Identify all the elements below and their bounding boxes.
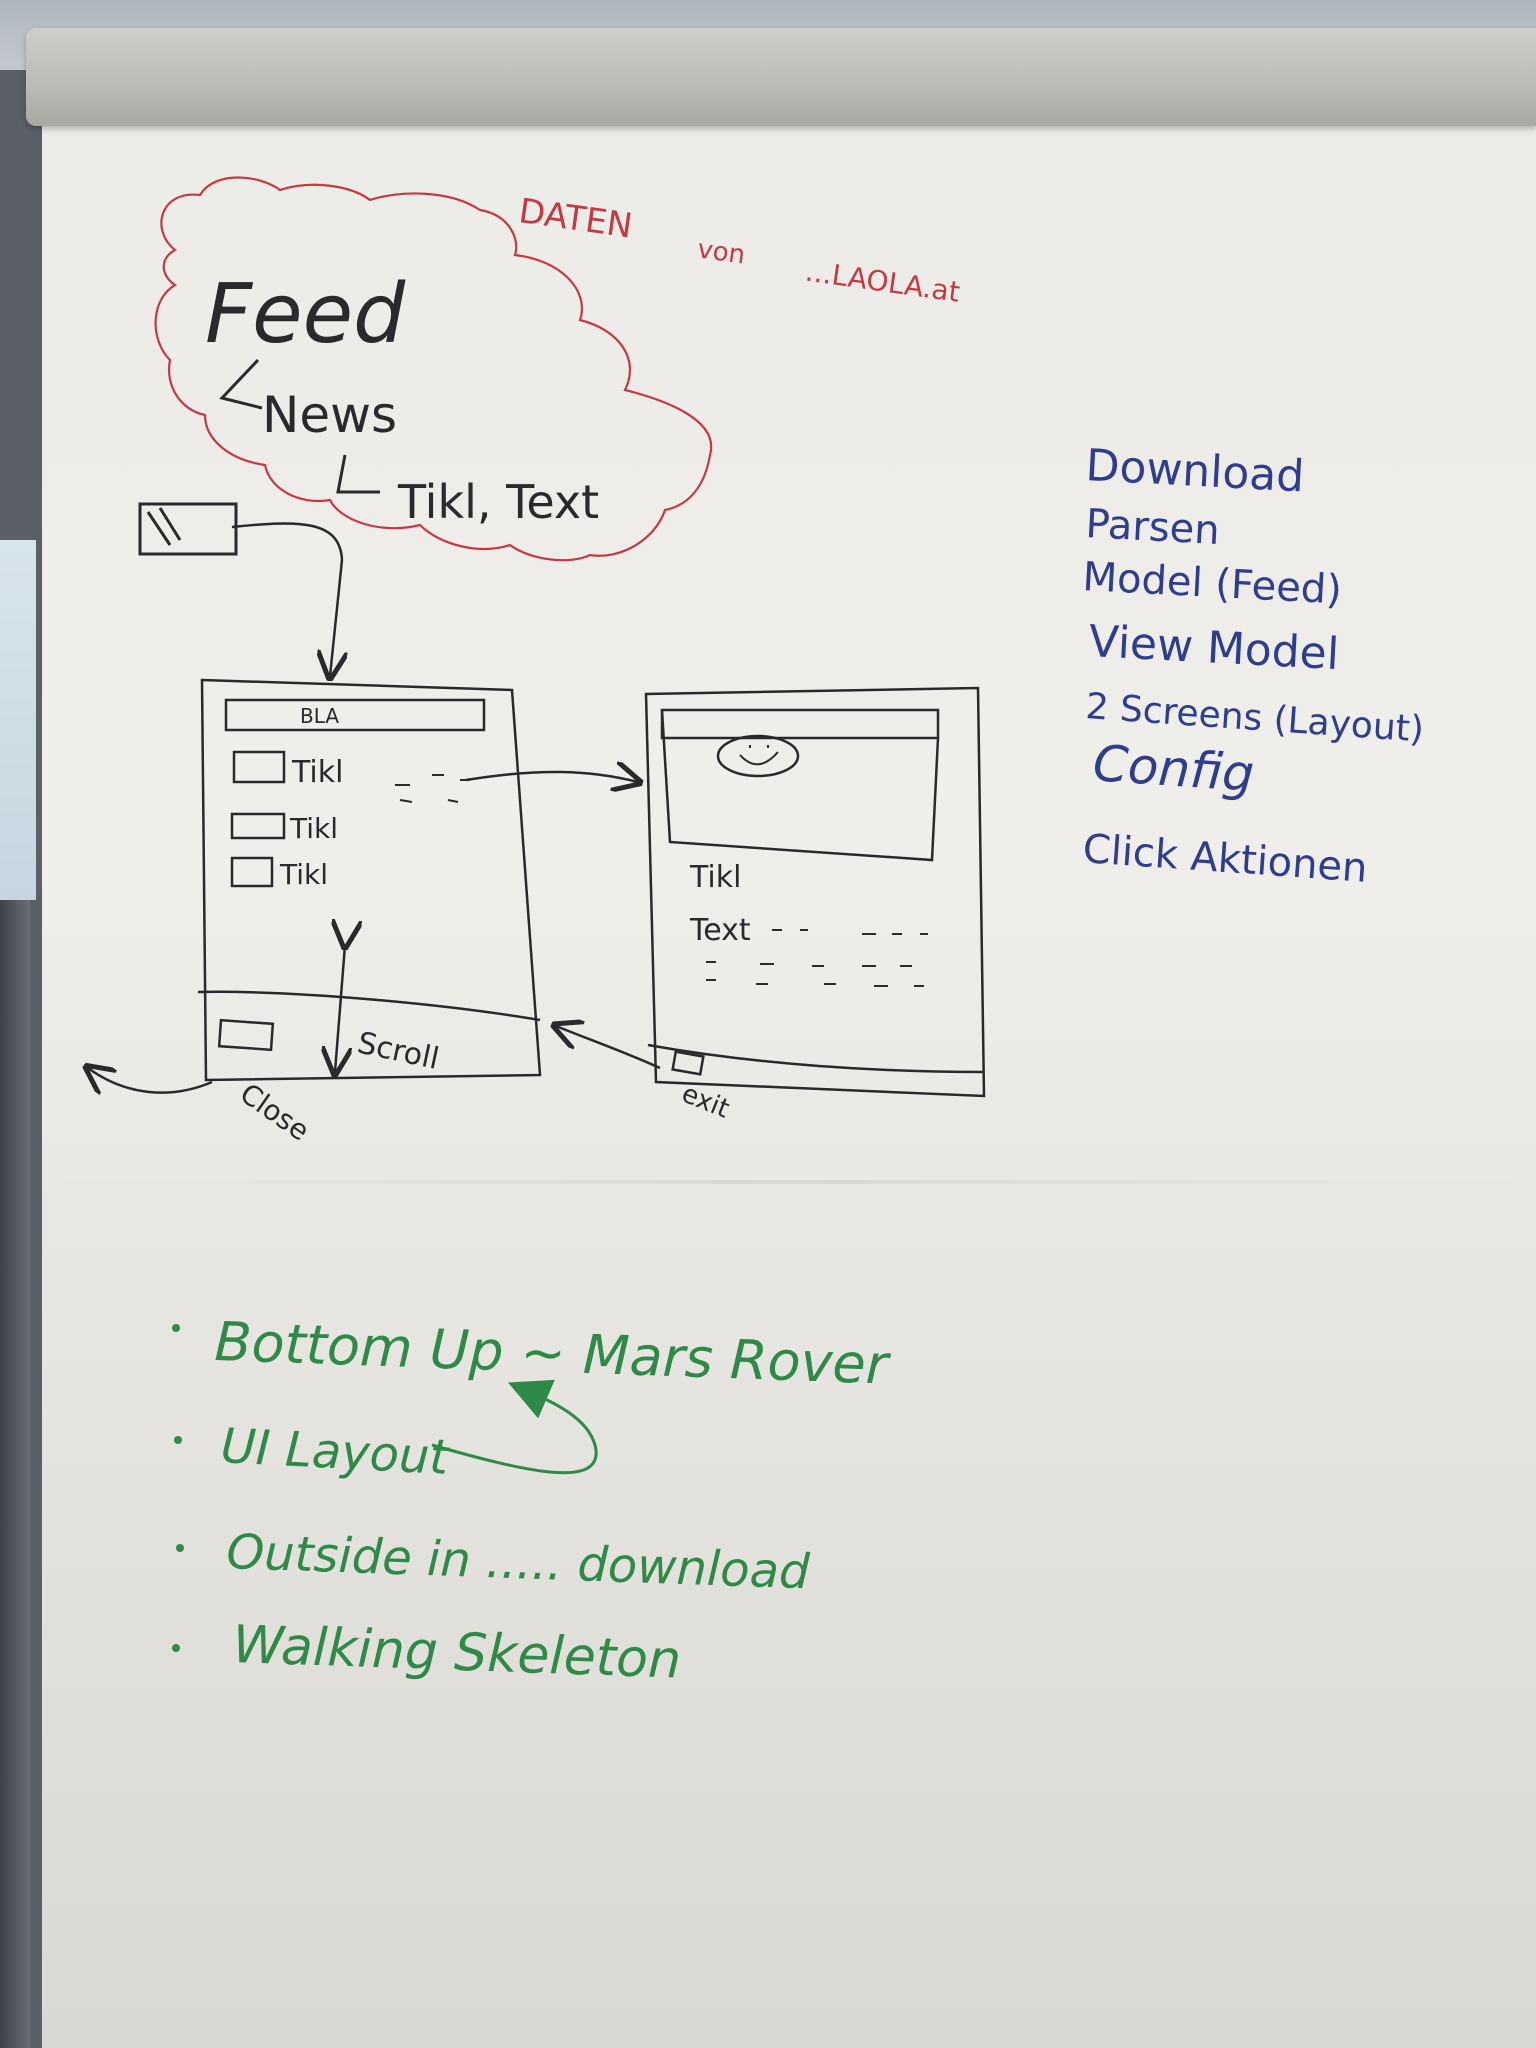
approach-list: Bottom Up ~ Mars Rover UI Layout Outside… bbox=[172, 1310, 892, 1691]
bullet-1 bbox=[172, 1324, 180, 1332]
detail-text: Text bbox=[689, 913, 751, 948]
flipchart-stand bbox=[0, 900, 30, 2048]
task-4: View Model bbox=[1087, 616, 1340, 680]
screen-list-frame bbox=[200, 678, 542, 1082]
list-header-label: BLA bbox=[300, 704, 339, 728]
cloud-line-fields: Tikl, Text bbox=[397, 475, 599, 529]
task-1: Download bbox=[1084, 440, 1305, 502]
paper-fold bbox=[42, 1180, 1536, 1184]
close-arrow bbox=[88, 1068, 213, 1093]
close-label: Close bbox=[234, 1077, 315, 1148]
screen-list-bottom-bar bbox=[197, 990, 541, 1022]
source-suffix: ...LAOLA.at bbox=[803, 255, 962, 309]
flipchart-paper bbox=[42, 66, 1536, 2048]
list-row-1-title: Tikl bbox=[291, 755, 343, 790]
navigate-detail-arrow bbox=[465, 772, 638, 782]
list-row-1-dashes bbox=[395, 774, 470, 803]
list-header-bar bbox=[224, 698, 486, 732]
bullet-4 bbox=[172, 1644, 180, 1652]
scroll-arrow bbox=[335, 945, 345, 1072]
task-6: Config bbox=[1091, 734, 1256, 803]
window-background bbox=[0, 540, 36, 900]
screen-detail: Tikl Text exit bbox=[556, 686, 986, 1125]
exit-button-sketch bbox=[671, 1050, 705, 1076]
list-row-3-title: Tikl bbox=[279, 858, 328, 891]
approach-2: UI Layout bbox=[219, 1418, 452, 1486]
source-prefix: DATEN bbox=[516, 191, 634, 246]
back-arrow bbox=[556, 1026, 661, 1070]
task-2: Parsen bbox=[1084, 501, 1220, 554]
approach-1: Bottom Up ~ Mars Rover bbox=[214, 1310, 892, 1397]
cloud-title: Feed bbox=[205, 267, 406, 362]
bullet-3 bbox=[176, 1544, 184, 1552]
list-row-2-thumb bbox=[230, 812, 286, 840]
list-row-3-thumb bbox=[230, 856, 274, 888]
data-cloud: Feed News Tikl, Text bbox=[154, 176, 713, 562]
list-row-1-thumb bbox=[232, 750, 286, 784]
approach-link-arrow bbox=[431, 1379, 598, 1475]
task-3: Model (Feed) bbox=[1081, 554, 1343, 614]
detail-text-dashes bbox=[706, 929, 928, 987]
task-7: Click Aktionen bbox=[1081, 826, 1369, 892]
close-button-sketch bbox=[217, 1018, 275, 1052]
approach-4: Walking Skeleton bbox=[232, 1615, 682, 1691]
approach-3: Outside in ..... download bbox=[226, 1524, 811, 1600]
app-icon-box bbox=[138, 502, 238, 556]
list-row-2-title: Tikl bbox=[289, 812, 338, 845]
source-mid: von bbox=[695, 234, 746, 270]
text-hook bbox=[336, 454, 380, 494]
bullet-2 bbox=[174, 1436, 182, 1444]
flipchart-top-rail bbox=[26, 28, 1536, 126]
launch-arrow bbox=[231, 522, 342, 676]
detail-title: Tikl bbox=[689, 860, 741, 895]
detail-image-smiley bbox=[716, 734, 800, 778]
task-list: Download Parsen Model (Feed) View Model … bbox=[1081, 440, 1425, 892]
data-source-note: DATEN von ...LAOLA.at bbox=[516, 191, 962, 309]
detail-image-frame bbox=[660, 709, 940, 862]
app-icon bbox=[138, 502, 342, 676]
cloud-outline bbox=[154, 176, 713, 562]
screen-detail-frame bbox=[644, 686, 986, 1098]
app-icon-mark bbox=[146, 507, 182, 546]
detail-header-bar bbox=[660, 708, 940, 740]
news-hook bbox=[219, 358, 263, 410]
screen-list: BLA Tikl Tikl Tikl Scroll Close bbox=[88, 678, 542, 1148]
scroll-label: Scroll bbox=[354, 1026, 442, 1077]
screen-detail-bottom-bar bbox=[647, 1043, 985, 1074]
smiley-face bbox=[739, 745, 779, 766]
cloud-line-news: News bbox=[262, 386, 397, 444]
